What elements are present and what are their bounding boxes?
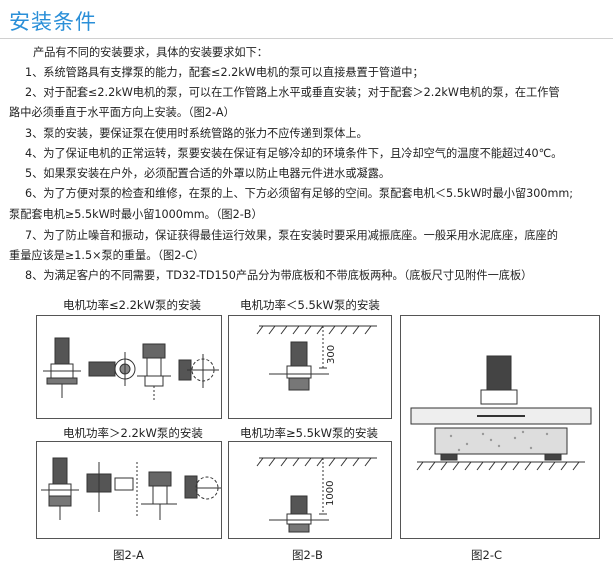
- pump-vertical-diagrams: [41, 457, 221, 520]
- title-divider: [0, 38, 613, 39]
- figure-a-top: [36, 315, 222, 419]
- figure-label-c: 图2-C: [471, 548, 502, 562]
- item-7-cont: 重量应该是≥1.5×泵的重量。（图2-C）: [9, 249, 205, 262]
- dim-label-large: 1000: [325, 481, 336, 506]
- figure-label-b: 图2-B: [292, 548, 323, 562]
- caption-b-bottom: 电机功率≥5.5kW泵的安装: [240, 426, 378, 440]
- page-title: 安装条件: [9, 10, 97, 34]
- pump-horizontal-diagrams: [43, 337, 219, 400]
- intro-text: 产品有不同的安装要求，具体的安装要求如下：: [33, 46, 268, 59]
- item-8: 8、为满足客户的不同需要，TD32-TD150产品分为带底板和不带底板两种。（底…: [25, 269, 533, 282]
- pump-clearance-small: 300: [256, 325, 377, 391]
- item-6-cont: 泵配套电机≥5.5kW时最小留1000mm。（图2-B）: [9, 208, 263, 221]
- item-3: 3、泵的安装，要保证泵在使用时系统管路的张力不应传递到泵体上。: [25, 127, 368, 140]
- pump-on-concrete-base: [410, 355, 592, 471]
- item-6: 6、为了方便对泵的检查和维修，在泵的上、下方必须留有足够的空间。泵配套电机＜5.…: [25, 187, 574, 200]
- item-7: 7、为了防止噪音和振动，保证获得最佳运行效果，泵在安装时要采用减振底座。一般采用…: [25, 229, 558, 242]
- figure-b-bottom: 1000: [228, 441, 392, 539]
- figure-b-top: 300: [228, 315, 392, 419]
- item-5: 5、如果泵安装在户外，必须配置合适的外罩以防止电器元件进水或凝露。: [25, 167, 391, 180]
- caption-a-bottom: 电机功率＞2.2kW泵的安装: [63, 426, 203, 440]
- caption-a-top: 电机功率≤2.2kW泵的安装: [63, 298, 201, 312]
- figure-a-bottom: [36, 441, 222, 539]
- figure-c: [400, 315, 600, 539]
- item-2: 2、对于配套≤2.2kW电机的泵，可以在工作管路上水平或垂直安装；对于配套＞2.…: [25, 86, 560, 99]
- item-2-cont: 路中必须垂直于水平面方向上安装。（图2-A）: [9, 106, 235, 119]
- dim-label-small: 300: [326, 345, 337, 364]
- pump-clearance-large: 1000: [256, 457, 377, 533]
- item-1: 1、系统管路具有支撑泵的能力，配套≤2.2kW电机的泵可以直接悬置于管道中；: [25, 66, 424, 79]
- caption-b-top: 电机功率＜5.5kW泵的安装: [240, 298, 380, 312]
- item-4: 4、为了保证电机的正常运转，泵要安装在保证有足够冷却的环境条件下，且冷却空气的温…: [25, 147, 563, 160]
- figure-label-a: 图2-A: [113, 548, 144, 562]
